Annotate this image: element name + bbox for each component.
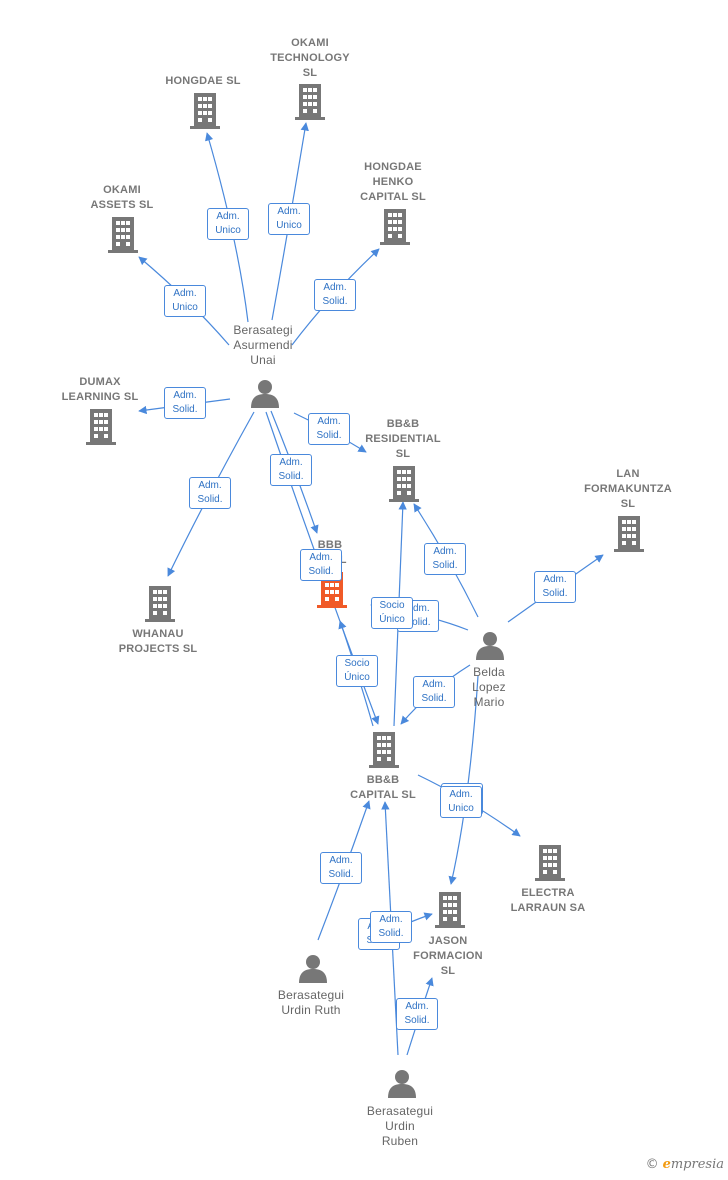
- edge-label-unai-to-bbb_res[interactable]: Adm. Solid.: [308, 413, 350, 445]
- edge-label-unai-to-dumax[interactable]: Adm. Solid.: [164, 387, 206, 419]
- node-label-unai[interactable]: Berasategi Asurmendi Unai: [233, 323, 293, 367]
- node-label-electra[interactable]: ELECTRA LARRAUN SA: [510, 887, 586, 914]
- node-label-okami_tech[interactable]: OKAMI TECHNOLOGY SL: [270, 37, 350, 79]
- okami_assets-building-icon[interactable]: [108, 217, 138, 253]
- mario-person-icon[interactable]: [476, 632, 504, 660]
- edge-label-unai-to-bbb_focus[interactable]: Adm. Solid.: [270, 454, 312, 486]
- node-label-mario[interactable]: Belda Lopez Mario: [472, 665, 506, 709]
- brand-name: mpresia: [670, 1157, 724, 1172]
- dumax-building-icon[interactable]: [86, 409, 116, 445]
- whanau-building-icon[interactable]: [145, 586, 175, 622]
- node-label-jason[interactable]: JASON FORMACION SL: [413, 935, 483, 977]
- node-label-ruben[interactable]: Berasategui Urdin Ruben: [366, 1104, 434, 1148]
- bbb_res-building-icon[interactable]: [389, 466, 419, 502]
- node-label-dumax[interactable]: DUMAX LEARNING SL: [61, 376, 139, 403]
- henko-building-icon[interactable]: [380, 209, 410, 245]
- edge-label-bbb_capital-to-bbb_focus[interactable]: Socio Único: [336, 655, 378, 687]
- node-label-whanau[interactable]: WHANAU PROJECTS SL: [118, 628, 198, 655]
- ruben-person-icon[interactable]: [388, 1070, 416, 1098]
- lan-building-icon[interactable]: [614, 516, 644, 552]
- edge-label-mario-to-lan[interactable]: Adm. Solid.: [534, 571, 576, 603]
- node-label-ruth[interactable]: Berasategui Urdin Ruth: [277, 988, 345, 1017]
- edge-label-mario-to-bbb_res[interactable]: Adm. Solid.: [424, 543, 466, 575]
- node-label-bbb_res[interactable]: BB&B RESIDENTIAL SL: [365, 418, 441, 460]
- okami_tech-building-icon[interactable]: [295, 84, 325, 120]
- edge-label-bbb_capital-to-bbb_res[interactable]: Socio Único: [371, 597, 413, 629]
- brand-initial: e: [662, 1157, 671, 1172]
- edge-label-ruben-to-bbb_capital[interactable]: Adm. Solid.: [370, 911, 412, 943]
- unai-person-icon[interactable]: [251, 380, 279, 408]
- edge-label-unai-to-whanau[interactable]: Adm. Solid.: [189, 477, 231, 509]
- edge-label-ruben-to-jason[interactable]: Adm. Solid.: [396, 998, 438, 1030]
- edge-label-bbb_capital-to-electra[interactable]: Adm. Unico: [440, 786, 482, 818]
- jason-building-icon[interactable]: [435, 892, 465, 928]
- ruth-person-icon[interactable]: [299, 955, 327, 983]
- node-label-bbb_capital[interactable]: BB&B CAPITAL SL: [350, 774, 416, 801]
- edge-label-unai-to-okami_tech[interactable]: Adm. Unico: [268, 203, 310, 235]
- edge-label-unai-to-henko[interactable]: Adm. Solid.: [314, 279, 356, 311]
- node-label-okami_assets[interactable]: OKAMI ASSETS SL: [90, 184, 154, 211]
- edge-label-mario-to-bbb_capital[interactable]: Adm. Solid.: [413, 676, 455, 708]
- edge-label-ruth-to-bbb_capital[interactable]: Adm. Solid.: [320, 852, 362, 884]
- electra-building-icon[interactable]: [535, 845, 565, 881]
- edge-label-unai-to-okami_assets[interactable]: Adm. Unico: [164, 285, 206, 317]
- edge-label-unai-to-hongdae[interactable]: Adm. Unico: [207, 208, 249, 240]
- edge-label-unai-to-bbb_capital[interactable]: Adm. Solid.: [300, 549, 342, 581]
- hongdae-building-icon[interactable]: [190, 93, 220, 129]
- empresia-watermark[interactable]: ©empresia: [646, 1157, 724, 1172]
- node-label-lan[interactable]: LAN FORMAKUNTZA SL: [584, 468, 672, 510]
- node-label-hongdae[interactable]: HONGDAE SL: [165, 75, 241, 87]
- node-label-henko[interactable]: HONGDAE HENKO CAPITAL SL: [360, 161, 426, 203]
- copyright-icon: ©: [645, 1157, 659, 1172]
- bbb_capital-building-icon[interactable]: [369, 732, 399, 768]
